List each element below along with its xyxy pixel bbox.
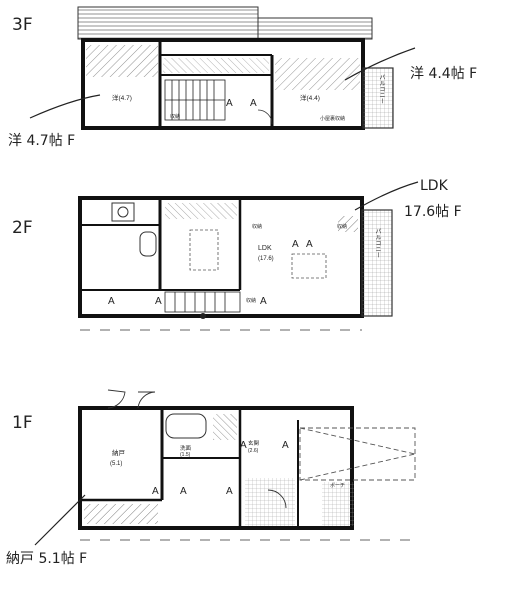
outlet-symbol: A (282, 440, 289, 451)
room-3f-east: 洋(4.4) (300, 93, 320, 102)
annotation-3f-east: 洋 4.4帖 F (410, 66, 477, 82)
entrance-tile (245, 478, 295, 526)
bathtub (165, 413, 207, 439)
closet-3f-left: 収納 (170, 113, 180, 120)
storage-shelf (84, 504, 158, 524)
outlet-symbol: A (292, 239, 299, 250)
closet-2f (338, 216, 358, 232)
room-1f-wash-size: (1.5) (180, 452, 191, 458)
parking-outline (299, 427, 416, 481)
annotation-2f-ldk-title: LDK (420, 178, 449, 194)
outlet-symbol: A (260, 296, 267, 307)
outlet-symbol: A (240, 440, 247, 451)
outlet-symbol: A (250, 98, 257, 109)
floor-1f: 1F 納戸 (5.1) 洗面 (1.5) 玄関 (2.6) ポーチ A A (6, 389, 420, 567)
outlet-symbol: A (226, 486, 233, 497)
porch-tile (322, 482, 354, 526)
storage-3f-east: 小屋裏収納 (320, 115, 345, 122)
annotation-1f-storage: 納戸 5.1帖 F (6, 551, 87, 567)
annotation-3f-west: 洋 4.7帖 F (8, 133, 75, 149)
floor-3f: 3F バルコニー 洋(4.7) 洋(4.4) 収納 小屋裏収納 (8, 6, 477, 149)
floor-1f-outline (78, 406, 354, 530)
outlet-symbol: A (180, 486, 187, 497)
hatch-3f-west (86, 45, 158, 77)
room-1f-entrance-size: (2.6) (248, 448, 259, 454)
leader-line (354, 181, 419, 211)
closet-2f-label: 収納 (252, 223, 262, 230)
hatch-3f-east (275, 58, 360, 90)
room-1f-wash: 洗面 (180, 444, 192, 452)
floor-2f: 2F バルコニー LDK (17.6) 収納 収納 収納 A (12, 178, 462, 331)
outlet-symbol: A (152, 486, 159, 497)
porch-label: ポーチ (330, 482, 345, 489)
floor-label-2f: 2F (12, 218, 33, 238)
room-2f-ldk: LDK (258, 245, 272, 252)
outlet-symbol: A (306, 239, 313, 250)
door-swing (257, 109, 273, 125)
outlet-symbol: A (108, 296, 115, 307)
roof-area-east (257, 17, 373, 40)
roof-area (77, 6, 259, 40)
closet-2f-label: 収納 (246, 297, 256, 304)
outlet-symbol: A (155, 296, 162, 307)
balcony-2f-label: バルコニー (374, 228, 381, 258)
room-2f-ldk-size: (17.6) (258, 256, 274, 262)
balcony-2f (361, 209, 393, 317)
balcony-3f (362, 67, 394, 129)
leader-line (344, 47, 416, 81)
closet-2f-label: 収納 (337, 223, 347, 230)
floor-label-1f: 1F (12, 413, 33, 433)
annotation-2f-ldk-size: 17.6帖 F (404, 204, 462, 220)
floor-label-3f: 3F (12, 15, 33, 35)
room-3f-west: 洋(4.7) (112, 93, 132, 102)
outlet-symbol: A (226, 98, 233, 109)
room-1f-storage-size: (5.1) (110, 461, 122, 467)
room-1f-entrance: 玄関 (248, 439, 260, 447)
room-1f-storage: 納戸 (112, 448, 126, 457)
leader-line (34, 494, 86, 546)
balcony-3f-label: バルコニー (378, 74, 385, 104)
leader-line (29, 94, 101, 119)
